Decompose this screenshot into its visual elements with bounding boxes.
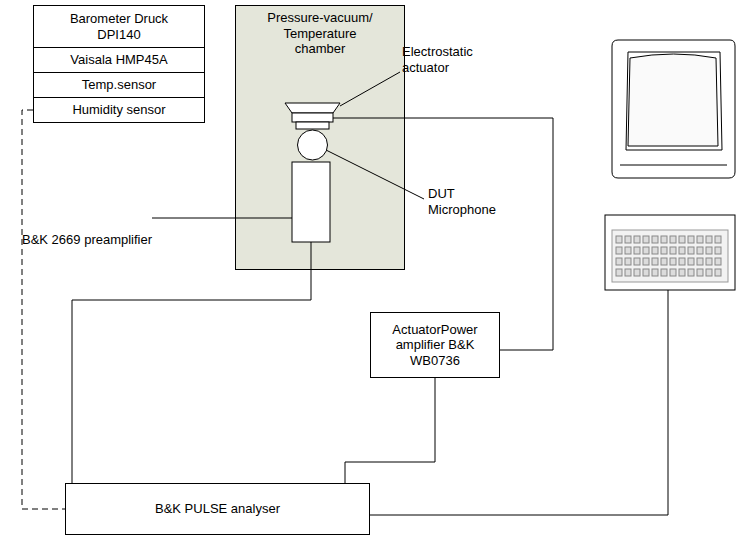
key (616, 258, 622, 265)
key (715, 269, 721, 276)
node-text: Humidity sensor (72, 102, 165, 118)
node-text: Temp.sensor (82, 77, 156, 93)
key (625, 236, 631, 243)
node-text: Barometer Druck DPI140 (64, 11, 174, 42)
preamplifier (292, 162, 330, 242)
instrument-box: Vaisala HMP45A (33, 47, 205, 73)
key (706, 247, 712, 254)
key (643, 258, 649, 265)
keyboard (605, 215, 735, 290)
node-text: Pressure-vacuum/ Temperature chamber (264, 10, 376, 57)
key (697, 269, 703, 276)
key (652, 236, 658, 243)
key (625, 258, 631, 265)
key (706, 236, 712, 243)
amplifier-box: ActuatorPower amplifier B&K WB0736 (370, 312, 500, 378)
key (697, 258, 703, 265)
chamber-fill (235, 5, 405, 270)
key (697, 236, 703, 243)
key (715, 247, 721, 254)
microphone (298, 130, 328, 160)
instrument-box: Temp.sensor (33, 72, 205, 98)
key (688, 269, 694, 276)
callout-label: B&K 2669 preamplifier (22, 232, 152, 248)
node-text: ActuatorPower amplifier B&K WB0736 (379, 322, 491, 369)
key (661, 247, 667, 254)
instrument-box: Barometer Druck DPI140 (33, 5, 205, 48)
key (616, 236, 622, 243)
key (634, 258, 640, 265)
key (643, 269, 649, 276)
node-text: B&K PULSE analyser (155, 501, 280, 517)
key (670, 269, 676, 276)
key (661, 269, 667, 276)
key (634, 247, 640, 254)
electrostatic-actuator (285, 103, 340, 129)
key (634, 236, 640, 243)
connector (22, 110, 65, 509)
key (643, 236, 649, 243)
key (652, 269, 658, 276)
key (652, 247, 658, 254)
key (625, 247, 631, 254)
key (643, 247, 649, 254)
wires (72, 72, 668, 515)
key (706, 269, 712, 276)
key (688, 258, 694, 265)
key (661, 258, 667, 265)
key (679, 269, 685, 276)
key (652, 258, 658, 265)
key (688, 247, 694, 254)
key (679, 258, 685, 265)
key (715, 258, 721, 265)
key (679, 247, 685, 254)
key (670, 236, 676, 243)
instrument-box: Humidity sensor (33, 97, 205, 123)
callout-label: Electrostatic actuator (402, 44, 498, 75)
key (661, 236, 667, 243)
key (634, 269, 640, 276)
key (715, 236, 721, 243)
chamber: Pressure-vacuum/ Temperature chamber (235, 5, 405, 270)
key (616, 247, 622, 254)
analyser-box: B&K PULSE analyser (65, 483, 370, 535)
computer-monitor (612, 40, 735, 178)
key (625, 269, 631, 276)
key (679, 236, 685, 243)
key (706, 258, 712, 265)
connector (345, 378, 435, 483)
node-text: Vaisala HMP45A (70, 52, 167, 68)
key (670, 258, 676, 265)
key (688, 236, 694, 243)
key (670, 247, 676, 254)
key (616, 269, 622, 276)
key (697, 247, 703, 254)
callout-label: DUT Microphone (428, 186, 508, 217)
